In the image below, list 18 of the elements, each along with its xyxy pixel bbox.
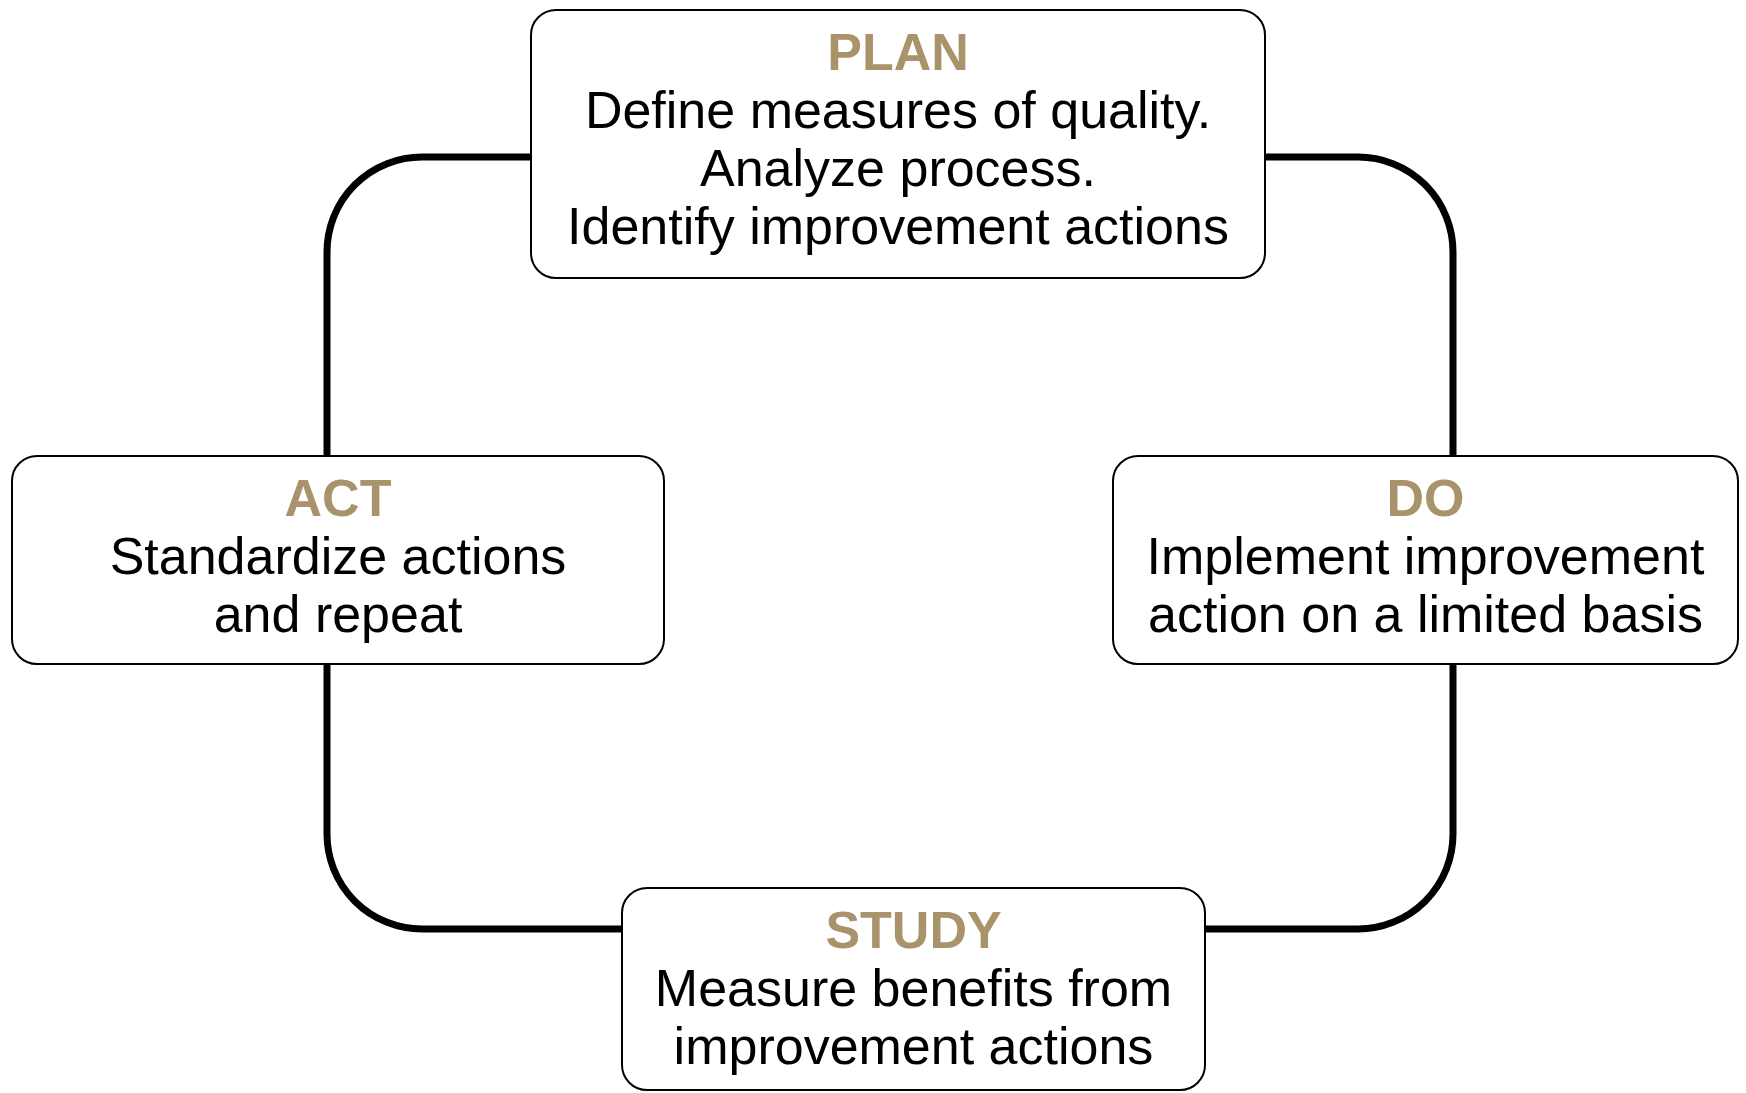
process-box: [1112, 455, 1739, 665]
process-box: [621, 887, 1206, 1091]
stage-description: Implement improvement action on a limited basis: [1145, 527, 1706, 643]
process-box: [530, 9, 1266, 279]
stage-description: Standardize actions and repeat: [108, 527, 568, 643]
connector-line: [1206, 665, 1457, 933]
connector-line: [1266, 153, 1457, 455]
stage-description: Define measures of quality.: [584, 81, 1212, 139]
stage-description: Analyze process.: [700, 139, 1096, 197]
stage-description: Identify improvement actions: [567, 197, 1229, 255]
stage-title: ACT: [284, 469, 392, 527]
stage-title: DO: [1386, 469, 1465, 527]
stage-title: STUDY: [825, 901, 1002, 959]
connector-line: [323, 153, 530, 455]
stage-title: PLAN: [827, 23, 969, 81]
connector-line: [323, 665, 621, 933]
process-box: [11, 455, 665, 665]
stage-description: Measure benefits from improvement actions: [653, 959, 1174, 1075]
